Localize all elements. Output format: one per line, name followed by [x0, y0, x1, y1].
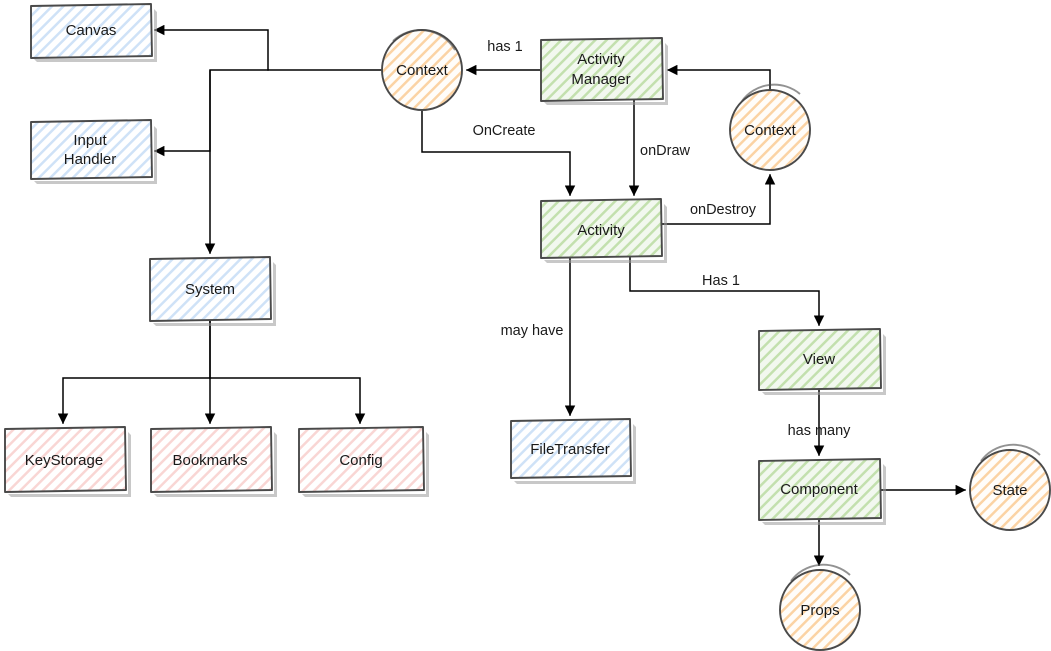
edge-context-right-manager — [666, 64, 771, 91]
edge-activitymanager-context: has 1 — [465, 39, 541, 76]
edge-label-may-have: may have — [501, 323, 564, 339]
node-label-config: Config — [339, 452, 382, 469]
node-activity[interactable]: Activity — [540, 198, 667, 263]
node-props[interactable]: Props — [779, 563, 861, 651]
node-system[interactable]: System — [149, 256, 276, 326]
node-context-right[interactable]: Context — [729, 83, 811, 171]
node-label-canvas: Canvas — [66, 22, 117, 39]
edge-view-component: has many — [788, 389, 852, 457]
node-activity-manager[interactable]: Activity Manager — [540, 37, 668, 105]
edge-system-config — [209, 377, 366, 425]
edge-label-ondraw: onDraw — [640, 143, 690, 159]
node-label-keystorage: KeyStorage — [25, 452, 103, 469]
node-label-view: View — [803, 351, 835, 368]
node-label-state: State — [992, 482, 1027, 499]
node-config[interactable]: Config — [298, 426, 429, 497]
edge-label-has-many: has many — [788, 423, 852, 439]
edge-activity-filetransfer: may have — [501, 257, 576, 417]
node-label-system: System — [185, 281, 235, 298]
node-bookmarks[interactable]: Bookmarks — [150, 426, 277, 497]
node-filetransfer[interactable]: FileTransfer — [510, 418, 636, 484]
edge-label-has-1: has 1 — [487, 39, 522, 55]
edge-activity-context-right: onDestroy — [660, 173, 776, 225]
node-label-input-handler-line1: Input — [73, 132, 107, 149]
node-label-input-handler-line2: Handler — [64, 151, 117, 168]
node-context-left[interactable]: Context — [381, 29, 463, 111]
edge-context-left-canvas — [153, 24, 383, 71]
node-label-filetransfer: FileTransfer — [530, 441, 609, 458]
node-label-props: Props — [800, 602, 839, 619]
edge-activity-view: Has 1 — [629, 257, 825, 327]
edge-label-ondestroy: onDestroy — [690, 202, 757, 218]
node-label-activity: Activity — [577, 222, 625, 239]
node-component[interactable]: Component — [758, 458, 886, 525]
node-label-activity-manager-line1: Activity — [577, 51, 625, 68]
edge-label-oncreate: OnCreate — [473, 123, 536, 139]
node-input-handler[interactable]: Input Handler — [30, 119, 157, 184]
node-view[interactable]: View — [758, 328, 886, 395]
node-label-bookmarks: Bookmarks — [172, 452, 247, 469]
node-label-context-right: Context — [744, 122, 797, 139]
node-state[interactable]: State — [969, 443, 1051, 531]
node-label-component: Component — [780, 481, 858, 498]
edge-context-left-activity: OnCreate — [421, 109, 576, 197]
node-keystorage[interactable]: KeyStorage — [4, 426, 131, 497]
node-label-context-left: Context — [396, 62, 449, 79]
edge-label-has-1-caps: Has 1 — [702, 273, 740, 289]
node-label-activity-manager-line2: Manager — [571, 71, 630, 88]
node-canvas[interactable]: Canvas — [30, 3, 157, 62]
edge-system-keystorage — [57, 320, 211, 425]
edge-context-left-input — [153, 69, 269, 157]
edge-manager-activity: onDraw — [628, 99, 691, 197]
